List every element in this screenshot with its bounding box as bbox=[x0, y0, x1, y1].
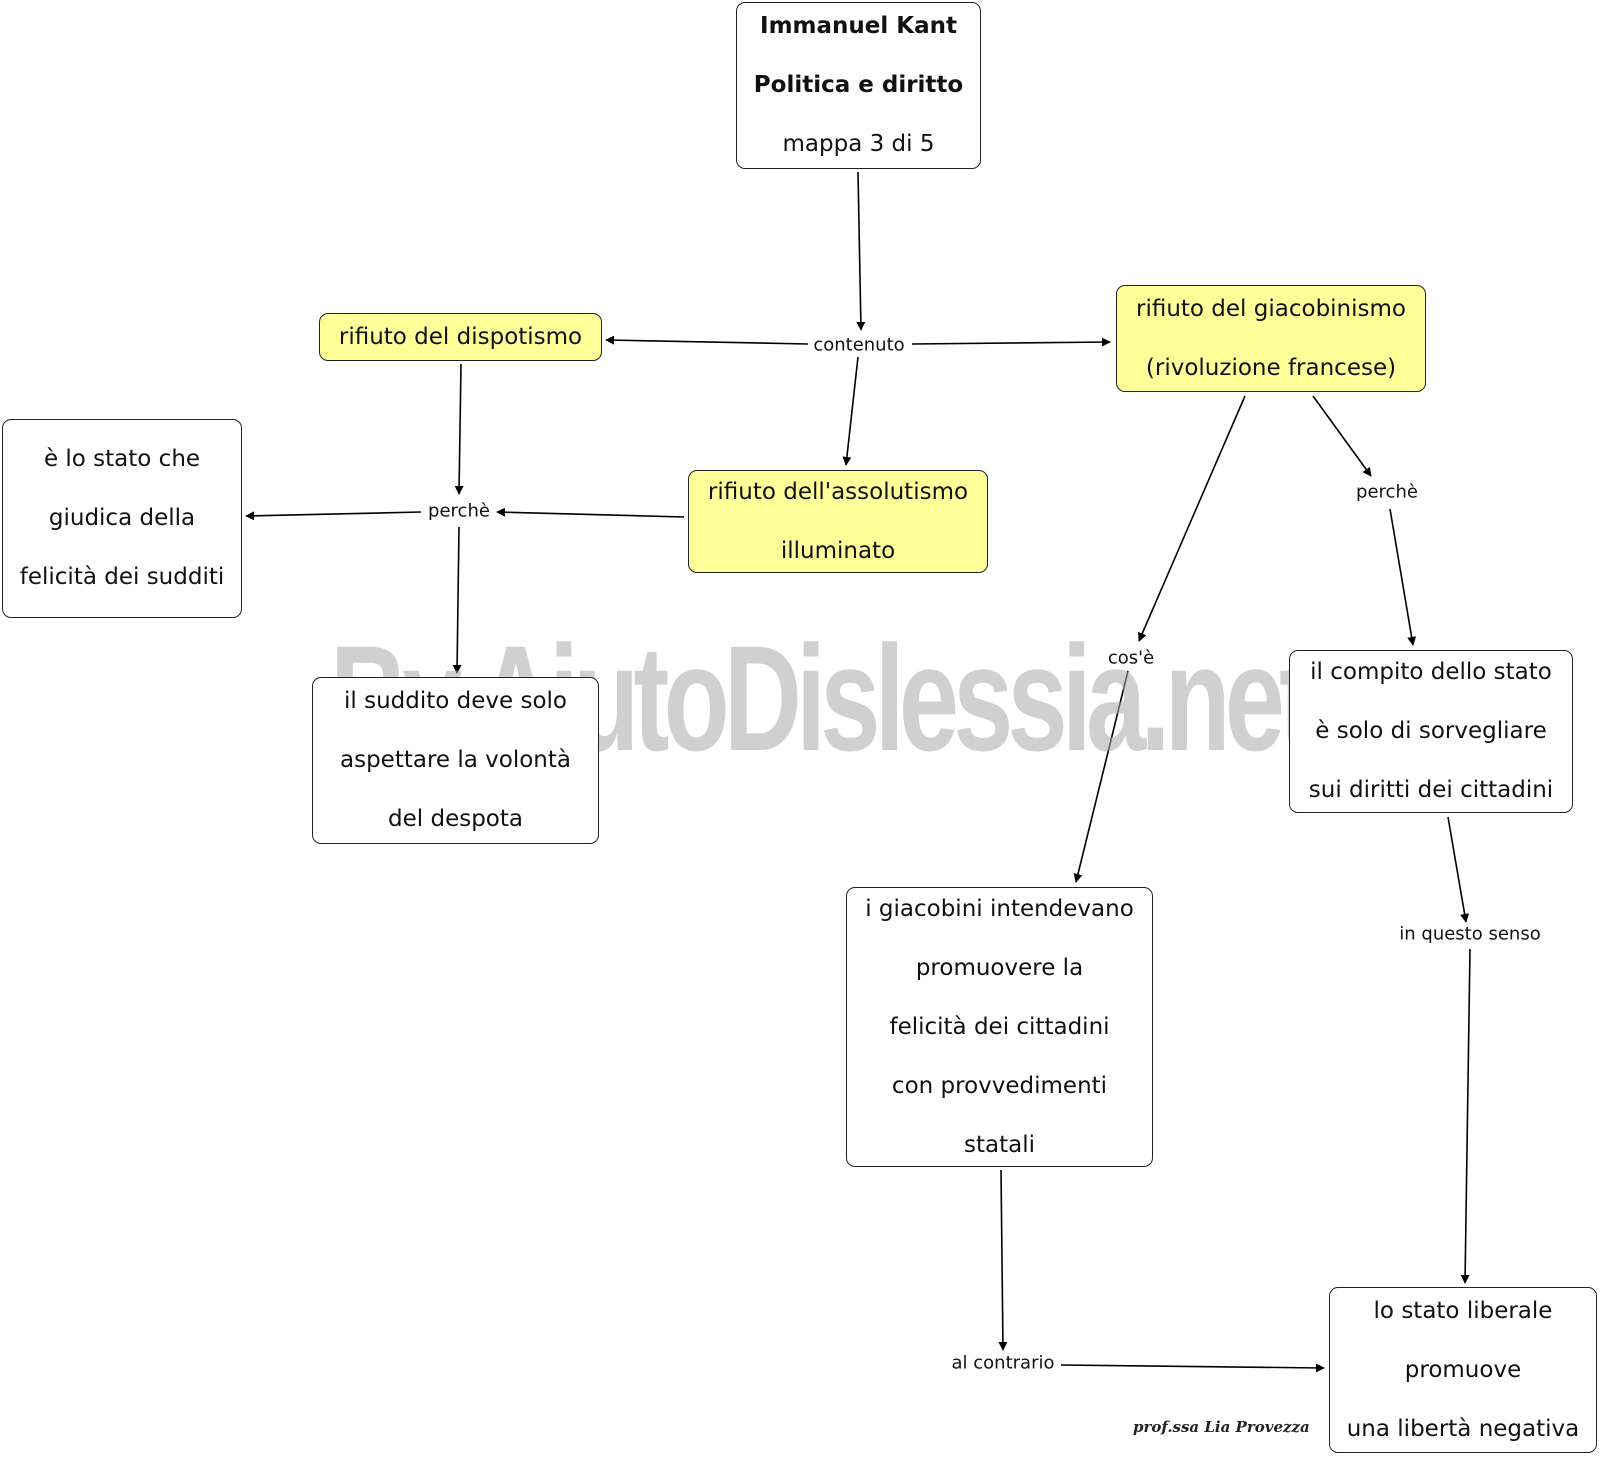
edge-perche-suddito bbox=[452, 526, 462, 674]
edge-cose-giacobini bbox=[1073, 670, 1129, 883]
edge-giacobini-alcontrario bbox=[998, 1169, 1008, 1351]
node-rifiuto-giacobinismo-line1: rifiuto del giacobinismo bbox=[1136, 295, 1406, 322]
link-label-perche-left: perchè bbox=[425, 500, 493, 522]
node-stato-giudica: è lo stato che giudica della felicità de… bbox=[2, 419, 242, 618]
node-title-line1: Immanuel Kant bbox=[760, 13, 957, 39]
node-rifiuto-dispotismo-line1: rifiuto del dispotismo bbox=[338, 323, 583, 350]
edge-insenso-liberale bbox=[1460, 948, 1471, 1284]
edge-compito-insenso bbox=[1447, 816, 1470, 923]
node-rifiuto-giacobinismo: rifiuto del giacobinismo (rivoluzione fr… bbox=[1116, 285, 1426, 392]
node-giacobini-line2: promuovere la bbox=[915, 954, 1084, 981]
node-title: Immanuel Kant Politica e diritto mappa 3… bbox=[736, 2, 981, 169]
edge-giacobinismo-perche bbox=[1312, 395, 1372, 477]
node-giacobini-line1: i giacobini intendevano bbox=[865, 895, 1134, 922]
node-giacobini-line5: statali bbox=[964, 1131, 1035, 1158]
node-compito-stato: il compito dello stato è solo di sorvegl… bbox=[1289, 650, 1573, 813]
node-suddito-line3: del despota bbox=[388, 806, 523, 832]
edge-perche-statogiudica bbox=[245, 511, 422, 521]
edge-perche-compito bbox=[1389, 508, 1417, 646]
link-label-in-questo-senso: in questo senso bbox=[1396, 923, 1544, 945]
edge-title-contenuto bbox=[856, 171, 866, 331]
author-signature: prof.ssa Lia Provezza bbox=[1133, 1418, 1310, 1436]
node-suddito-line1: il suddito deve solo bbox=[344, 688, 567, 714]
node-giacobini: i giacobini intendevano promuovere la fe… bbox=[846, 887, 1153, 1167]
node-compito-stato-line3: sui diritti dei cittadini bbox=[1308, 777, 1554, 803]
edge-giacobinismo-cose bbox=[1138, 395, 1246, 642]
node-stato-liberale-line1: lo stato liberale bbox=[1373, 1297, 1553, 1324]
link-label-al-contrario: al contrario bbox=[948, 1352, 1058, 1374]
node-title-line3: mappa 3 di 5 bbox=[782, 131, 935, 157]
edge-contenuto-assolutismo bbox=[842, 356, 859, 466]
link-label-cose: cos'è bbox=[1104, 647, 1158, 669]
node-stato-liberale: lo stato liberale promuove una libertà n… bbox=[1329, 1287, 1597, 1453]
node-rifiuto-assolutismo-line1: rifiuto dell'assolutismo bbox=[707, 478, 969, 505]
edge-contenuto-giacobinismo bbox=[911, 337, 1111, 347]
node-giacobini-line4: con provvedimenti bbox=[891, 1072, 1108, 1099]
node-suddito-line2: aspettare la volontà bbox=[340, 747, 571, 773]
node-compito-stato-line2: è solo di sorvegliare bbox=[1315, 718, 1547, 744]
edge-assolutismo-perche bbox=[496, 507, 685, 518]
node-giacobini-line3: felicità dei cittadini bbox=[889, 1013, 1110, 1040]
node-stato-giudica-line2: giudica della bbox=[48, 505, 196, 531]
node-title-line2: Politica e diritto bbox=[753, 72, 964, 98]
node-suddito: il suddito deve solo aspettare la volont… bbox=[312, 677, 599, 844]
node-rifiuto-dispotismo: rifiuto del dispotismo bbox=[319, 313, 602, 361]
node-rifiuto-assolutismo-line2: illuminato bbox=[780, 537, 896, 564]
edge-alcontrario-liberale bbox=[1060, 1363, 1325, 1373]
node-rifiuto-assolutismo: rifiuto dell'assolutismo illuminato bbox=[688, 470, 988, 573]
node-stato-liberale-line3: una libertà negativa bbox=[1346, 1415, 1580, 1442]
node-compito-stato-line1: il compito dello stato bbox=[1310, 659, 1552, 685]
node-rifiuto-giacobinismo-line2: (rivoluzione francese) bbox=[1145, 354, 1397, 381]
link-label-perche-right: perchè bbox=[1353, 481, 1421, 503]
link-label-contenuto: contenuto bbox=[810, 334, 908, 356]
edge-contenuto-dispotismo bbox=[605, 335, 809, 345]
node-stato-liberale-line2: promuove bbox=[1404, 1356, 1522, 1383]
node-stato-giudica-line3: felicità dei sudditi bbox=[19, 564, 225, 590]
edge-dispotismo-perche bbox=[454, 363, 464, 495]
node-stato-giudica-line1: è lo stato che bbox=[43, 446, 201, 472]
